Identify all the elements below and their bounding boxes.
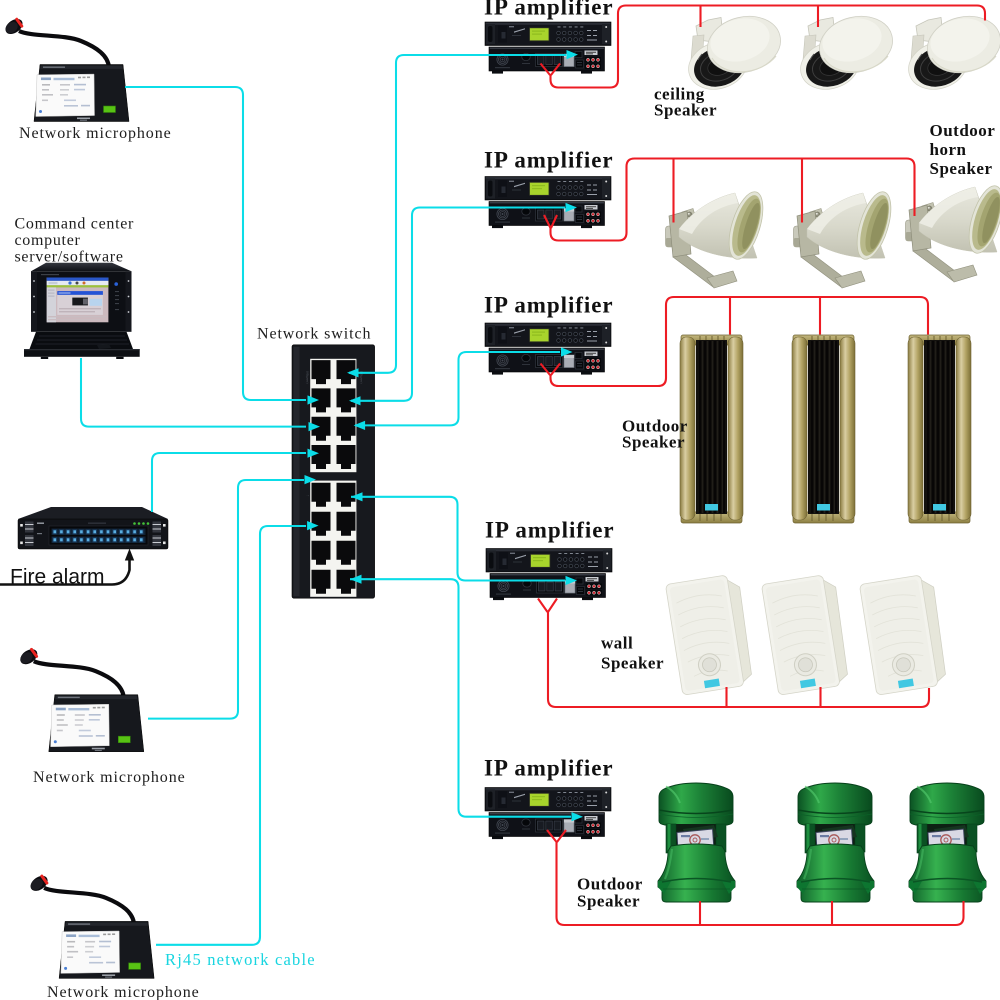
svg-text:Speaker: Speaker: [654, 101, 717, 120]
svg-text:Fire alarm: Fire alarm: [10, 566, 105, 589]
svg-text:IP amplifier: IP amplifier: [484, 756, 614, 781]
svg-text:computer: computer: [15, 232, 81, 249]
svg-text:100(grow): 100(grow): [360, 371, 364, 384]
svg-text:server/software: server/software: [15, 249, 124, 266]
svg-text:horn: horn: [930, 140, 967, 159]
svg-text:Outdoor: Outdoor: [577, 875, 643, 894]
svg-text:IP amplifier: IP amplifier: [484, 0, 614, 20]
svg-text:ceiling: ceiling: [654, 85, 705, 104]
svg-text:Command center: Command center: [15, 215, 135, 232]
svg-text:Speaker: Speaker: [622, 433, 685, 452]
svg-text:Speaker: Speaker: [577, 892, 640, 911]
svg-text:IP amplifier: IP amplifier: [484, 293, 614, 318]
svg-text:7: 7: [306, 495, 310, 497]
svg-text:Network microphone: Network microphone: [19, 125, 172, 142]
svg-text:Network switch: Network switch: [257, 326, 371, 343]
svg-text:Network microphone: Network microphone: [47, 984, 200, 1000]
svg-text:IP amplifier: IP amplifier: [484, 148, 614, 173]
svg-text:wall: wall: [601, 634, 633, 653]
svg-text:Speaker: Speaker: [930, 159, 993, 178]
svg-text:Network microphone: Network microphone: [33, 769, 186, 786]
svg-text:Rj45 network cable: Rj45 network cable: [165, 950, 316, 969]
svg-text:Speaker: Speaker: [601, 654, 664, 673]
svg-text:100(grow): 100(grow): [306, 371, 310, 384]
svg-text:IP amplifier: IP amplifier: [485, 518, 615, 543]
svg-text:Outdoor: Outdoor: [622, 417, 688, 436]
svg-text:Outdoor: Outdoor: [930, 121, 996, 140]
